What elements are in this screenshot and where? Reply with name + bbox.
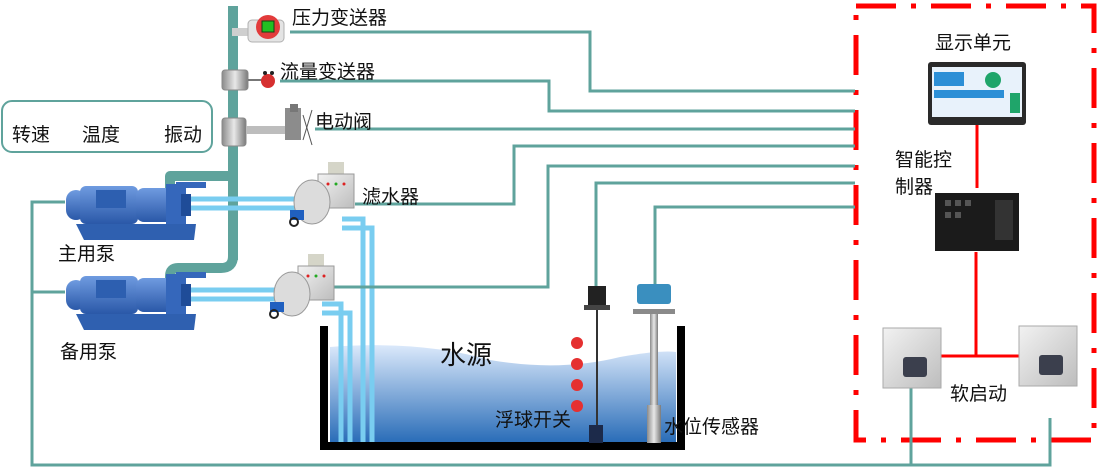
water-source-label: 水源 xyxy=(440,341,493,371)
water-filter-2-image xyxy=(269,254,335,319)
main-pump-image xyxy=(66,182,206,240)
smart-controller-image xyxy=(935,193,1019,251)
water-tank xyxy=(320,326,685,450)
sensor-label-temperature: 温度 xyxy=(82,124,121,146)
backup-pump-label: 备用泵 xyxy=(60,341,118,363)
pressure-transmitter-image xyxy=(232,15,285,43)
flow-transmitter-label: 流量变送器 xyxy=(280,61,376,83)
level-sensor-image xyxy=(633,284,675,443)
backup-pump-image xyxy=(66,272,206,330)
flow-transmitter-image xyxy=(221,69,275,91)
float-switch-image xyxy=(571,286,610,443)
electric-valve-label: 电动阀 xyxy=(315,111,373,133)
smart-controller-label-line2: 制器 xyxy=(895,176,934,198)
pressure-transmitter-label: 压力变送器 xyxy=(292,7,388,29)
soft-starter-1-image xyxy=(882,327,942,389)
level-sensor-label: 水位传感器 xyxy=(664,416,760,438)
electric-valve-image xyxy=(221,104,313,147)
float-switch-label: 浮球开关 xyxy=(495,409,572,431)
controller-links xyxy=(940,125,1020,358)
soft-starter-label: 软启动 xyxy=(950,383,1008,405)
main-pump-label: 主用泵 xyxy=(58,243,116,265)
water-filter-1-image xyxy=(289,162,355,227)
pump-sensor-box xyxy=(1,100,213,153)
control-cabinet-boundary xyxy=(853,3,1097,443)
submerged-pipes xyxy=(338,330,375,442)
display-unit-label: 显示单元 xyxy=(935,32,1012,54)
soft-starter-2-image xyxy=(1018,325,1078,387)
signal-lines xyxy=(30,30,1052,467)
water-filter-label: 滤水器 xyxy=(362,186,420,208)
sensor-label-speed: 转速 xyxy=(12,124,51,146)
display-unit-image xyxy=(928,62,1026,125)
sensor-label-vibration: 振动 xyxy=(164,124,203,146)
smart-controller-label-line1: 智能控 xyxy=(895,149,953,171)
